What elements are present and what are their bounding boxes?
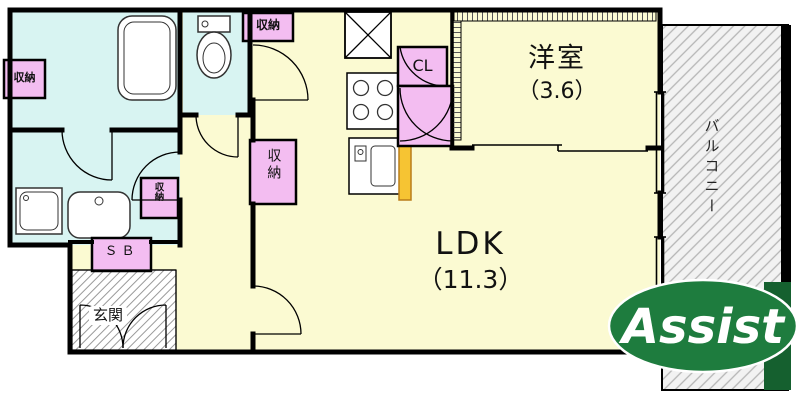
shoe-box-label: ＳＢ <box>104 244 139 259</box>
refrigerator-space-icon <box>344 11 392 59</box>
assist-logo: Assist <box>607 278 799 390</box>
western-room-label: 洋室 <box>528 43 586 74</box>
ldk-label: LDK <box>435 226 506 262</box>
bathtub-icon <box>117 15 177 101</box>
shoe-box <box>90 236 153 273</box>
entrance-label: 玄関 <box>89 306 128 325</box>
washing-machine-icon <box>15 187 63 235</box>
kitchen-sink-icon <box>348 137 402 195</box>
walls <box>7 7 663 355</box>
storage-mid-box <box>248 138 298 206</box>
storage-hall-label: 収納 <box>152 182 164 201</box>
doors <box>61 44 454 349</box>
storage-top-label: 収納 <box>255 18 280 32</box>
ldk-size: （11.3） <box>417 265 524 294</box>
assist-logo-text: Assist <box>618 299 786 355</box>
storage-left-label: 収納 <box>13 71 36 84</box>
balcony-railing <box>781 25 791 287</box>
entrance-step-line <box>72 269 177 350</box>
storage-mid-label: 収納 <box>265 148 282 182</box>
western-room-size: （3.6） <box>517 79 597 104</box>
washbasin-icon <box>67 191 131 239</box>
toilet-icon <box>196 15 232 79</box>
stove-icon <box>346 72 400 130</box>
storage-hall-box <box>139 176 180 220</box>
balcony-label: バルコニー <box>702 118 721 218</box>
closet-cl-label: CL <box>412 56 433 75</box>
